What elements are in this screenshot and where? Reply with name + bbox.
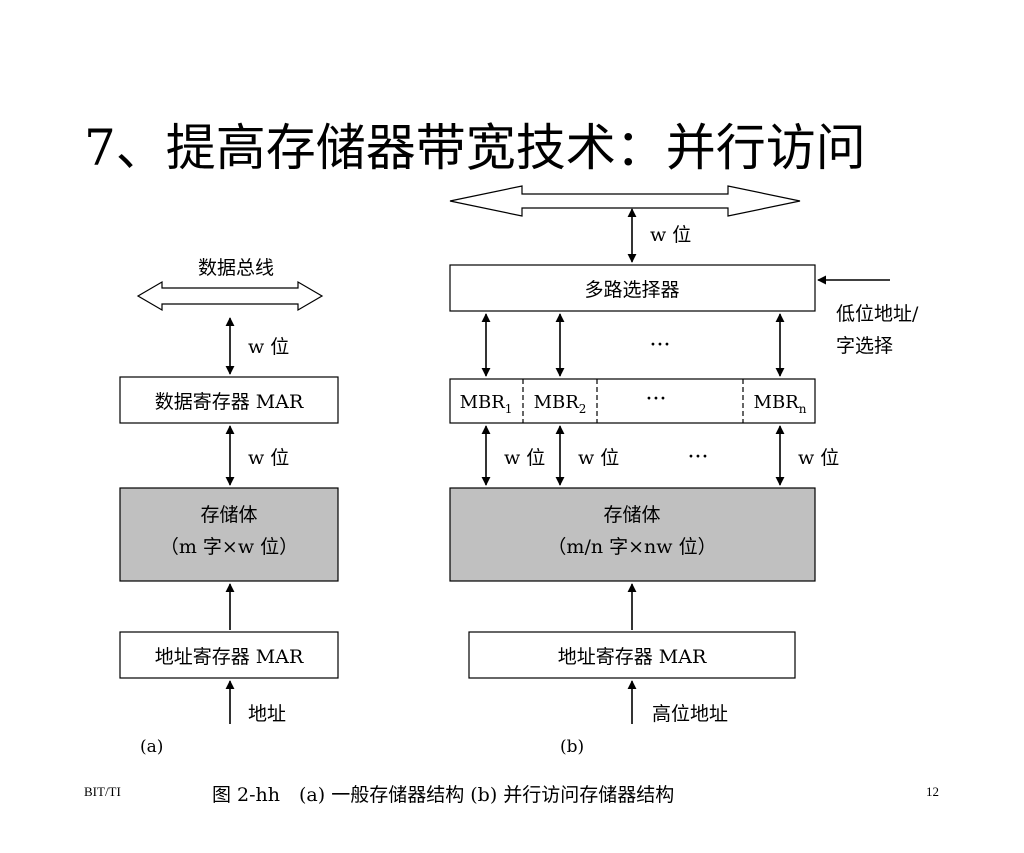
memory-bank-box xyxy=(119,487,339,582)
w-bits-label-n: w 位 xyxy=(798,447,839,469)
mbr-row-box xyxy=(449,378,816,424)
high-address-label: 高位地址 xyxy=(652,703,728,725)
ellipsis-upper: ··· xyxy=(650,333,671,358)
memory-bank-box-b xyxy=(449,487,816,582)
address-register-box xyxy=(119,631,339,679)
memory-bank-label-b: 存储体 xyxy=(603,504,660,526)
w-bits-label-1: w 位 xyxy=(504,447,545,469)
data-bus-label: 数据总线 xyxy=(198,257,274,279)
slide-title: 7、提高存储器带宽技术：并行访问 xyxy=(84,119,866,177)
diagram-a: 数据总线 w 位 数据寄存器 MAR w 位 存储体 （m 字×w 位） 地址寄… xyxy=(119,257,339,757)
w-bits-label-top-b: w 位 xyxy=(650,224,691,246)
address-input-label: 地址 xyxy=(248,703,286,725)
mbr-2-base: MBR xyxy=(534,392,580,413)
ellipsis-lower: ··· xyxy=(688,445,709,470)
mbr-2-sub: 2 xyxy=(579,402,587,416)
data-register-box xyxy=(119,376,339,424)
mbr-n-label: MBRn xyxy=(754,392,807,416)
w-bits-label-2: w 位 xyxy=(578,447,619,469)
address-register-label: 地址寄存器 MAR xyxy=(155,646,304,668)
multiplexer-box xyxy=(449,264,816,312)
data-register-label: 数据寄存器 MAR xyxy=(155,391,304,413)
w-bits-label-mid: w 位 xyxy=(248,447,289,469)
w-bits-label-top: w 位 xyxy=(248,336,289,358)
diagram-b-label: (b) xyxy=(560,737,584,757)
memory-bank-size: （m 字×w 位） xyxy=(160,536,298,558)
diagram-a-label: (a) xyxy=(140,737,163,757)
page-number: 12 xyxy=(926,784,939,799)
mbr-2-label: MBR2 xyxy=(534,392,587,416)
mbr-1-base: MBR xyxy=(460,392,506,413)
mbr-1-label: MBR1 xyxy=(460,392,513,416)
diagram-b: w 位 多路选择器 低位地址/ 字选择 ··· MBR1 MBR2 ··· MB… xyxy=(449,185,919,757)
data-bus-arrow-b xyxy=(449,185,801,217)
memory-bank-size-b: （m/n 字×nw 位） xyxy=(547,536,716,558)
select-label-line1: 低位地址/ xyxy=(836,303,919,325)
ellipsis-mbr: ··· xyxy=(646,387,667,412)
address-register-label-b: 地址寄存器 MAR xyxy=(558,646,707,668)
mbr-n-base: MBR xyxy=(754,392,800,413)
data-bus-arrow xyxy=(136,280,324,312)
mbr-n-sub: n xyxy=(799,402,807,416)
mbr-1-sub: 1 xyxy=(505,402,513,416)
multiplexer-label: 多路选择器 xyxy=(584,279,679,301)
memory-bank-label: 存储体 xyxy=(200,504,257,526)
select-label-line2: 字选择 xyxy=(836,335,893,357)
address-register-box-b xyxy=(468,631,796,679)
figure-caption: 图 2-hh (a) 一般存储器结构 (b) 并行访问存储器结构 xyxy=(212,784,675,806)
footer-source: BIT/TI xyxy=(84,784,121,799)
